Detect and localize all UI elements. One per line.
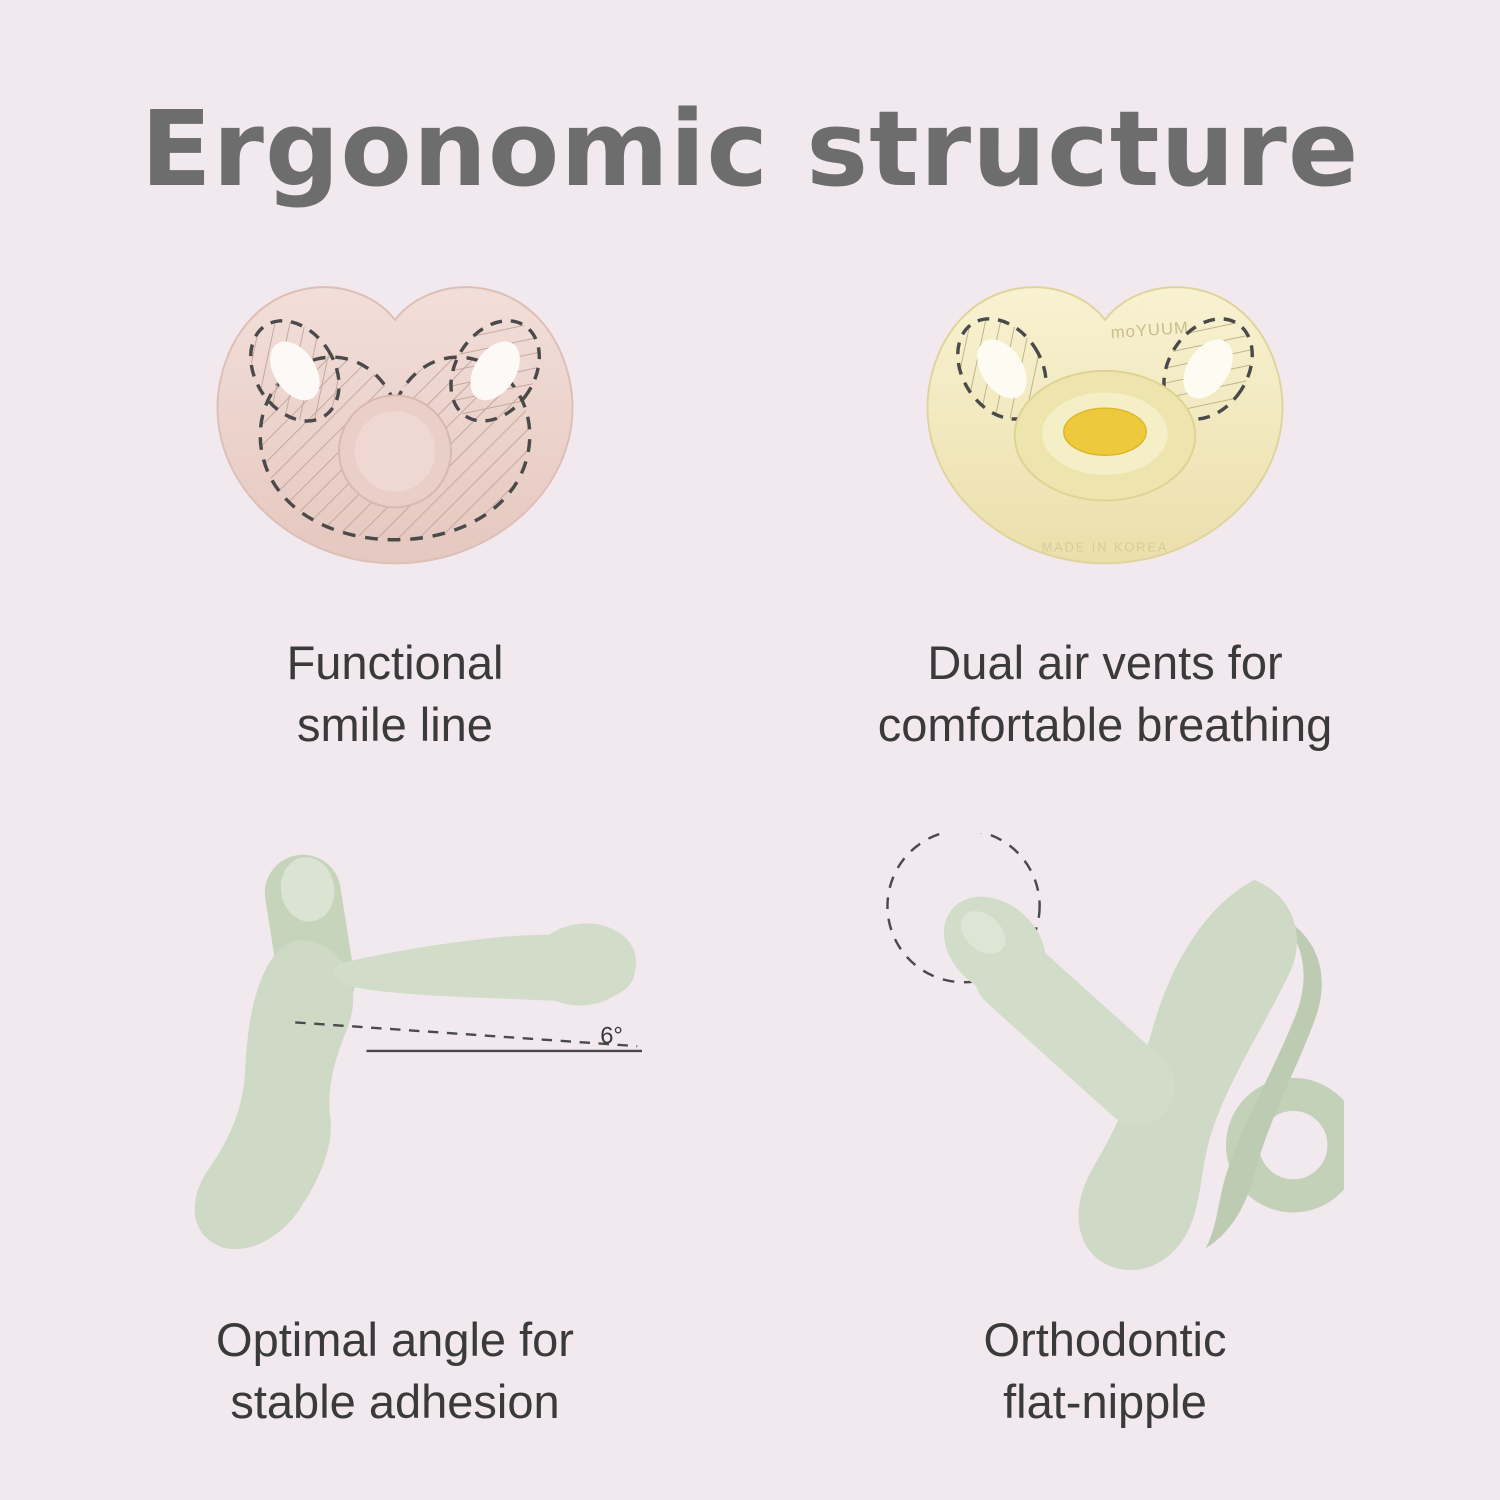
shield-back-edge <box>1205 912 1322 1249</box>
feature-flat-nipple: Orthodontic flat-nipple <box>750 829 1460 1480</box>
caption-line: flat-nipple <box>1003 1375 1207 1429</box>
flat-nipple-tip <box>530 922 637 1006</box>
pacifier-shield-side <box>194 939 354 1249</box>
vent-hole-left <box>977 339 1027 399</box>
caption-line: comfortable breathing <box>877 698 1333 752</box>
feature-caption: Optimal angle for stable adhesion <box>216 1309 574 1433</box>
knob-highlight <box>280 856 335 922</box>
feature-smile-line: Functional smile line <box>40 238 750 803</box>
vent-hole-right <box>1183 339 1233 399</box>
angle-label: 6° <box>600 1022 623 1049</box>
green-pacifier-side-illustration: 6° <box>129 829 661 1287</box>
feature-caption: Orthodontic flat-nipple <box>984 1309 1227 1433</box>
feature-caption: Dual air vents for comfortable breathing <box>878 632 1333 756</box>
pacifier-shield-side <box>1078 879 1297 1270</box>
feature-grid: Functional smile line moYUUM <box>0 238 1500 1480</box>
caption-line: smile line <box>297 698 493 752</box>
pink-pacifier-front-illustration <box>179 238 611 610</box>
caption-line: Functional <box>286 636 504 689</box>
green-pacifier-tilted-illustration <box>866 829 1344 1287</box>
caption-line: Optimal angle for <box>216 1313 574 1367</box>
center-button <box>354 411 436 492</box>
round-nipple-dashed-outline <box>886 832 1041 984</box>
green-pacifier-flat-nipple-svg <box>886 832 1344 1270</box>
caption-line: Orthodontic <box>983 1313 1227 1367</box>
feature-air-vents: moYUUM MADE IN KOREA Dual air vents for … <box>750 238 1460 803</box>
nipple-through-hole <box>1063 407 1147 457</box>
page-title: Ergonomic structure <box>140 88 1360 210</box>
caption-line: Dual air vents for <box>927 636 1283 689</box>
feature-optimal-angle: 6° Optimal angle for stable adhesion <box>40 829 750 1480</box>
caption-line: stable adhesion <box>230 1375 560 1429</box>
tip-highlight <box>960 910 1006 954</box>
vent-hole-left <box>270 341 320 401</box>
cream-pacifier-front-illustration: moYUUM MADE IN KOREA <box>889 238 1321 610</box>
feature-caption: Functional smile line <box>287 632 504 756</box>
green-pacifier-angle-svg: 6° <box>194 854 642 1249</box>
cream-pacifier-svg: moYUUM MADE IN KOREA <box>926 286 1284 565</box>
pink-pacifier-svg <box>216 286 574 565</box>
made-in-text: MADE IN KOREA <box>1042 540 1169 555</box>
angle-dashed-line <box>295 1020 638 1047</box>
vent-hole-right <box>470 341 520 401</box>
